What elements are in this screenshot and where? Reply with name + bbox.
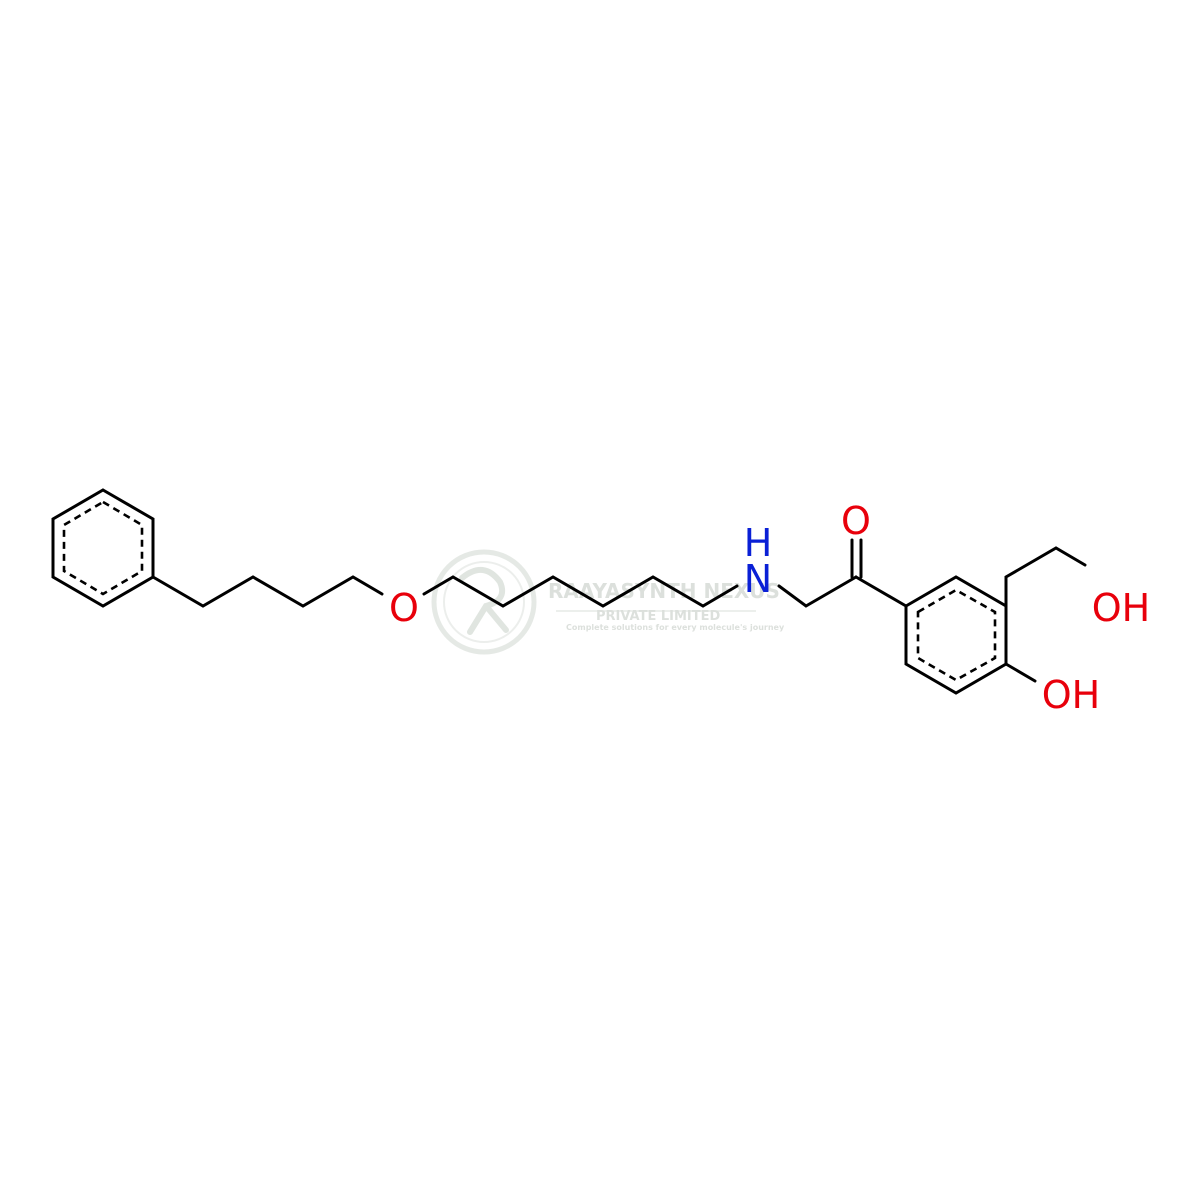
- watermark-logo-icon: [431, 549, 537, 655]
- ether-oxygen-label: O: [389, 586, 419, 630]
- carbonyl-double-bond: [850, 538, 863, 579]
- watermark: RAAYASYNTH NEXUS PRIVATE LIMITED Complet…: [431, 549, 785, 655]
- acyl-aryl-bond: [854, 575, 908, 608]
- watermark-tagline: Complete solutions for every molecule's …: [566, 623, 785, 632]
- amine-nitrogen-label: N: [744, 557, 772, 601]
- phenol-oh-label: OH: [1042, 673, 1100, 717]
- amine-hydrogen-label: H: [744, 521, 773, 565]
- hexyl-chain: [422, 575, 739, 608]
- hydroxymethyl-oh-label: OH: [1092, 586, 1150, 630]
- hydroxymethyl-chain: [1004, 546, 1087, 608]
- phenol-bond: [1004, 662, 1037, 683]
- butyl-chain: [151, 575, 384, 608]
- ketone-oxygen-label: O: [841, 499, 871, 543]
- aminomethyl-chain: [777, 575, 858, 608]
- phenyl-ring: [51, 488, 155, 608]
- watermark-subtitle: PRIVATE LIMITED: [596, 609, 721, 624]
- hydroxyphenyl-ring: [904, 575, 1008, 695]
